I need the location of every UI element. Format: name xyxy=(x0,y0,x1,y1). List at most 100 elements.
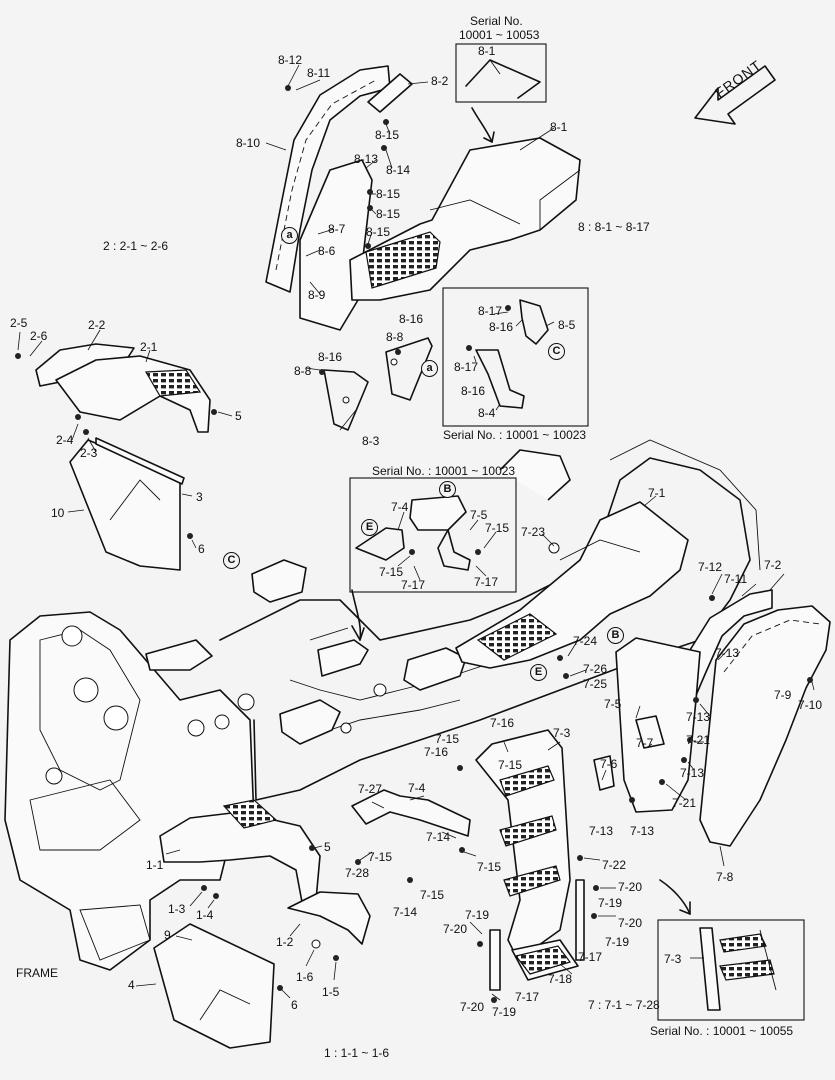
group-note-8: 8 : 8-1 ~ 8-17 xyxy=(578,220,650,234)
part-label: 9 xyxy=(164,928,171,942)
part-label: 7-17 xyxy=(578,950,603,964)
part-label: 8-14 xyxy=(386,163,411,177)
part-label: 8-10 xyxy=(236,136,261,150)
callout-e-detail: E xyxy=(361,519,378,536)
part-label: 1-3 xyxy=(168,902,186,916)
part-label: 4 xyxy=(128,978,135,992)
part-label: 7-28 xyxy=(345,866,370,880)
inset-detail-8 xyxy=(442,287,589,427)
group-note-1: 1 : 1-1 ~ 1-6 xyxy=(324,1046,390,1060)
part-label: 7-3 xyxy=(553,726,571,740)
part-label: 2-5 xyxy=(10,316,28,330)
part-label: 3 xyxy=(196,490,203,504)
part-label: 8-16 xyxy=(461,384,486,398)
part-label: 8-13 xyxy=(354,152,379,166)
part-label: 7-15 xyxy=(379,565,404,579)
part-label: 2-3 xyxy=(80,446,98,460)
part-label: 7-22 xyxy=(602,858,627,872)
main-frame xyxy=(4,439,761,971)
part-label: 8-2 xyxy=(431,74,449,88)
part-label: 7-3 xyxy=(664,952,682,966)
part-label: 8-15 xyxy=(376,187,401,201)
part-label: 8-5 xyxy=(558,318,576,332)
part-group-7-steps xyxy=(351,705,691,1003)
part-label: 7-15 xyxy=(420,888,445,902)
part-label: 7-13 xyxy=(715,646,740,660)
part-group-7-1 xyxy=(455,495,689,679)
part-label: 8-15 xyxy=(375,128,400,142)
part-label: 7-20 xyxy=(443,922,468,936)
part-label: 8-11 xyxy=(307,66,331,80)
part-group-2 xyxy=(15,329,233,571)
part-label: 7-4 xyxy=(408,781,426,795)
part-label: 7-17 xyxy=(474,575,499,589)
part-label: 7-7 xyxy=(636,736,654,750)
part-label: 7-24 xyxy=(573,634,598,648)
part-label: 7-14 xyxy=(393,905,418,919)
part-label: 7-15 xyxy=(485,521,510,535)
part-label: 7-26 xyxy=(583,662,608,676)
part-label: 7-20 xyxy=(618,916,643,930)
part-label: 7-19 xyxy=(605,935,630,949)
part-label: 7-11 xyxy=(724,572,748,586)
part-label: 1-5 xyxy=(322,985,340,999)
part-label: 8-15 xyxy=(376,207,401,221)
part-label: 7-21 xyxy=(686,733,711,747)
part-label: 7-5 xyxy=(470,508,488,522)
part-label: 7-13 xyxy=(630,824,655,838)
part-label: 8-17 xyxy=(454,360,479,374)
part-label: 7-8 xyxy=(716,870,734,884)
part-label: 7-20 xyxy=(618,880,643,894)
part-label: 7-10 xyxy=(798,698,823,712)
part-label: 7-19 xyxy=(492,1005,517,1019)
part-label: 7-15 xyxy=(498,758,523,772)
serial-range-top: 10001 ~ 10053 xyxy=(459,28,540,42)
inset-serial-8-1 xyxy=(455,43,547,143)
part-label: 7-16 xyxy=(490,716,515,730)
part-label: 8-1 xyxy=(550,120,568,134)
part-label: 7-14 xyxy=(426,830,451,844)
part-label: 1-2 xyxy=(276,935,294,949)
front-arrow xyxy=(694,65,776,125)
part-label: 7-13 xyxy=(686,710,711,724)
callout-e-platform: E xyxy=(530,664,547,681)
part-label: 6 xyxy=(291,998,298,1012)
part-label: 8-16 xyxy=(318,350,343,364)
part-label: 7-1 xyxy=(648,486,666,500)
part-label: 7-17 xyxy=(515,990,540,1004)
part-label: 7-25 xyxy=(583,677,608,691)
part-label: 7-9 xyxy=(774,688,792,702)
part-label: 7-21 xyxy=(672,796,697,810)
part-label: 8-12 xyxy=(278,53,303,67)
callout-c-frame: C xyxy=(223,552,240,569)
callout-a-upper: a xyxy=(281,227,298,244)
callout-b-detail: B xyxy=(439,481,456,498)
callout-c-detail: C xyxy=(548,343,565,360)
part-label: 2-2 xyxy=(88,318,106,332)
part-label: 7-16 xyxy=(424,745,449,759)
inset-detail-7-3 xyxy=(657,919,805,1021)
part-label: 8-7 xyxy=(328,222,346,236)
part-label: 7-27 xyxy=(358,782,383,796)
part-group-1 xyxy=(135,799,371,1049)
part-label: 7-15 xyxy=(435,732,460,746)
part-label: 8-4 xyxy=(478,406,496,420)
part-label: 1-4 xyxy=(196,908,214,922)
part-label: 8-9 xyxy=(308,288,326,302)
part-label: 7-23 xyxy=(521,525,546,539)
part-label: 8-8 xyxy=(386,330,404,344)
part-label: 6 xyxy=(198,542,205,556)
inset-detail-7 xyxy=(349,477,517,641)
part-label: 8-16 xyxy=(489,320,514,334)
serial-note-top: Serial No. xyxy=(470,14,523,28)
part-label: 8-6 xyxy=(318,244,336,258)
part-label: 7-6 xyxy=(600,757,618,771)
serial-note-detail-7-3: Serial No. : 10001 ~ 10055 xyxy=(650,1024,794,1038)
part-label: 10 xyxy=(51,506,65,520)
part-label: 7-15 xyxy=(477,860,502,874)
diagram-title: FRAME xyxy=(16,966,58,980)
group-note-7: 7 : 7-1 ~ 7-28 xyxy=(588,998,660,1012)
part-label: 2-4 xyxy=(56,433,74,447)
